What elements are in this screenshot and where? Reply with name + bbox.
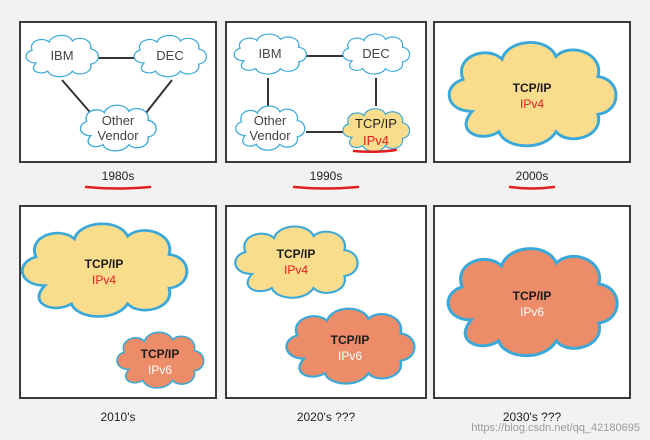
network-link bbox=[141, 79, 173, 119]
tcpip-label: TCP/IP bbox=[355, 116, 397, 131]
tcpip-label: TCP/IP bbox=[141, 347, 180, 361]
tcpip-label: TCP/IP bbox=[513, 81, 552, 95]
panel-caption: 2030's ??? bbox=[503, 410, 562, 424]
highlight-underline bbox=[508, 185, 556, 190]
panel-2030s: TCP/IP IPv6 2030's ??? bbox=[433, 205, 631, 424]
tcpip-label: TCP/IP bbox=[277, 247, 316, 261]
tcpip-label: TCP/IP bbox=[331, 333, 370, 347]
ibm-label: IBM bbox=[50, 48, 73, 63]
panel-2010s: TCP/IP IPv4 TCP/IP IPv6 2010's bbox=[19, 205, 217, 424]
tcpip-label: TCP/IP bbox=[85, 257, 124, 271]
watermark-text: https://blog.csdn.net/qq_42180695 bbox=[471, 422, 640, 434]
other-vendor-label-line2: Vendor bbox=[249, 128, 291, 143]
dec-label: DEC bbox=[156, 48, 183, 63]
panel-2000s: TCP/IP IPv4 2000s bbox=[433, 21, 631, 190]
ipv4-label: IPv4 bbox=[363, 133, 389, 148]
other-vendor-label-line1: Other bbox=[102, 113, 135, 128]
ipv6-label: IPv6 bbox=[148, 363, 172, 377]
dec-label: DEC bbox=[362, 46, 389, 61]
panel-caption: 2000s bbox=[516, 169, 549, 183]
highlight-underline bbox=[352, 148, 398, 154]
panel-caption: 1980s bbox=[102, 169, 135, 183]
tcpip-label: TCP/IP bbox=[513, 289, 552, 303]
ipv6-label: IPv6 bbox=[520, 305, 544, 319]
highlight-underline bbox=[84, 185, 152, 190]
panel-1990s: IBM DEC Other Vendor TCP/IP IPv4 1990s bbox=[225, 21, 427, 190]
panel-caption: 2010's bbox=[101, 410, 136, 424]
ibm-label: IBM bbox=[258, 46, 281, 61]
highlight-underline bbox=[292, 185, 360, 190]
panel-caption: 1990s bbox=[310, 169, 343, 183]
other-vendor-label-line2: Vendor bbox=[97, 128, 139, 143]
ipv4-label: IPv4 bbox=[92, 273, 116, 287]
panel-caption: 2020's ??? bbox=[297, 410, 356, 424]
ipv4-label: IPv4 bbox=[284, 263, 308, 277]
ipv4-label: IPv4 bbox=[520, 97, 544, 111]
other-vendor-label-line1: Other bbox=[254, 113, 287, 128]
panel-1980s: IBM DEC Other Vendor 1980s bbox=[19, 21, 217, 190]
ipv6-label: IPv6 bbox=[338, 349, 362, 363]
panel-2020s: TCP/IP IPv4 TCP/IP IPv6 2020's ??? bbox=[225, 205, 427, 424]
